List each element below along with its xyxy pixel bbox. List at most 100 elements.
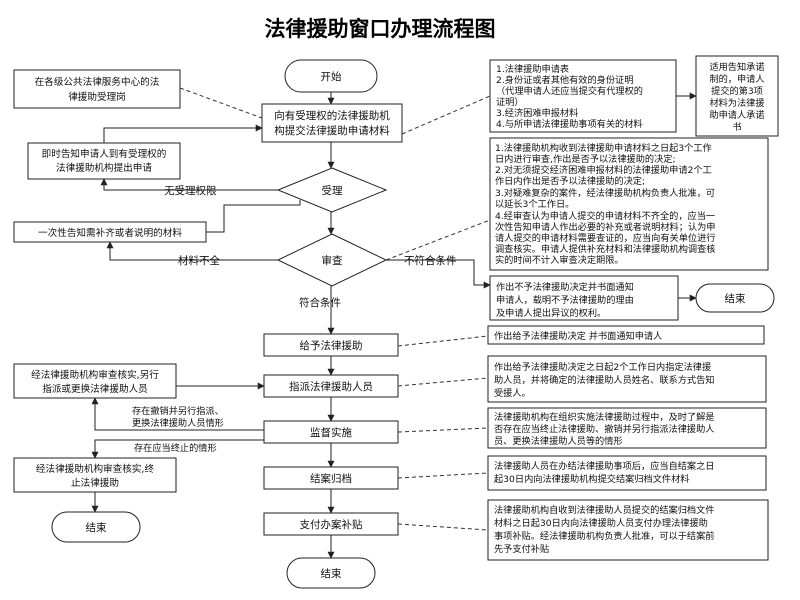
supervise-note-box xyxy=(487,407,767,449)
arrow-not-qualified-to-deny xyxy=(386,259,491,289)
review-notes-line-1: 1.法律援助机构收到法律援助申请材料之日起3个工作 xyxy=(495,142,712,154)
materials-line-4: 证明） xyxy=(496,97,524,108)
review-diamond-label: 审查 xyxy=(322,254,343,267)
materials-line-1: 1.法律援助申请表 xyxy=(496,63,569,75)
terminate-line-1: 经法律援助机构审查核实,终 xyxy=(36,463,155,475)
submit-application-line-1: 向有受理权的法律援助机 xyxy=(274,109,390,122)
promise-line-4: 材料为法律援 xyxy=(709,97,764,109)
close-note-line-2: 起30日内向法律援助机构提交结案归档文件材料 xyxy=(494,473,689,485)
end-node-right xyxy=(695,283,775,313)
grant-note-label: 作出给予法律援助决定 并书面通知申请人 xyxy=(494,330,662,342)
promise-box xyxy=(695,55,779,137)
reassign-line-1: 经法律援助机构审查核实,另行 xyxy=(31,369,159,381)
deny-line-1: 作出不予法律援助决定并书面通知 xyxy=(496,281,634,293)
close-note-box xyxy=(487,455,767,491)
edge-label-incomplete: 材料不全 xyxy=(178,254,220,267)
connector-grant-note xyxy=(397,335,489,347)
public-center-line-2: 律援助受理岗 xyxy=(68,91,126,103)
materials-box xyxy=(489,59,677,133)
arrow-no-authority-to-notify xyxy=(100,178,278,191)
assign-note-line-3: 受援人。 xyxy=(494,387,531,399)
deny-line-3: 及申请人提出异议的权利。 xyxy=(496,307,606,319)
connector-pay-note xyxy=(397,523,489,531)
end-node-right-label: 结束 xyxy=(725,292,746,305)
notify-line-1: 即时告知申请人到有受理权的 xyxy=(42,148,167,160)
materials-line-3: （代理申请人还应当提交有代理权的 xyxy=(496,85,643,97)
promise-line-6: 书 xyxy=(732,122,741,133)
accept-diamond-label: 受理 xyxy=(322,185,343,197)
edge-label-revoke-line-1: 存在撤销并另行指派、 xyxy=(132,405,224,417)
edge-label-no-authority: 无受理权限 xyxy=(164,184,217,197)
close-archive-label: 结案归档 xyxy=(310,472,352,485)
review-notes-line-11: 实的时间不计入审查决定期限。 xyxy=(495,254,624,266)
assign-staff-label: 指派法律援助人员 xyxy=(289,380,373,393)
reassign-box xyxy=(13,363,177,399)
connector-public-center xyxy=(179,87,263,119)
terminate-line-2: 止法律援助 xyxy=(71,477,119,489)
edge-label-qualified: 符合条件 xyxy=(299,296,341,309)
review-notes-line-4: 作日内作出是否予以法律援助的决定; xyxy=(495,175,645,187)
submit-application-box xyxy=(261,103,403,143)
review-notes-line-9: 请人提交的申请材料需要查证的，应当向有关单位进行 xyxy=(495,232,716,244)
reassign-line-2: 指派或更换法律援助人员 xyxy=(42,383,148,395)
arrow-incomplete-to-once-notify xyxy=(106,241,278,261)
pay-note-line-2: 材料之日起30日内向法律援助人员支付办理法律援助 xyxy=(494,517,708,529)
connector-close-note xyxy=(397,472,489,479)
promise-line-3: 提交的第3项 xyxy=(711,85,763,97)
pay-note-line-4: 先予支付补贴 xyxy=(494,543,549,555)
close-note-line-1: 法律援助人员在办结法律援助事项后，应当自结案之日 xyxy=(494,460,715,472)
arrow-terminate-to-box xyxy=(91,439,264,459)
review-notes-line-2: 日内进行审查,作出是否予以法律援助的决定; xyxy=(495,153,676,165)
review-notes-line-7: 4.经审查认为申请人提交的申请材料不齐全的，应当一 xyxy=(495,210,715,222)
end-node-left-label: 结束 xyxy=(86,521,107,534)
edge-label-terminate: 存在应当终止的情形 xyxy=(134,442,217,454)
supervise-note-line-3: 员、更换法律援助人员等的情形 xyxy=(494,435,623,447)
arrow-notify-to-submit xyxy=(103,124,263,143)
supervise-note-line-1: 法律援助机构在组织实施法律援助过程中，及时了解是 xyxy=(494,411,715,423)
assign-note-line-2: 助人员，并将确定的法律援助人员姓名、联系方式告知 xyxy=(494,374,715,386)
promise-line-2: 制的，申请人 xyxy=(709,73,764,85)
pay-note-box xyxy=(487,499,769,561)
connector-materials xyxy=(401,95,491,135)
review-notes-line-8: 次性告知申请人作出必要的补充或者说明材料；认为申 xyxy=(495,221,716,233)
public-center-box xyxy=(13,69,181,109)
grant-aid-label: 给予法律援助 xyxy=(300,339,363,352)
materials-line-5: 3.经济困难申报材料 xyxy=(496,107,578,119)
submit-application-line-2: 构提交法律援助申请材料 xyxy=(274,124,390,137)
review-notes-line-6: 以延长3个工作日。 xyxy=(495,198,574,210)
grant-note-box xyxy=(487,325,765,345)
connector-assign-note xyxy=(397,377,489,387)
start-node-label: 开始 xyxy=(321,70,342,83)
connector-supervise-note xyxy=(397,427,489,433)
pay-subsidy-label: 支付办案补贴 xyxy=(300,518,363,531)
pay-note-line-3: 事项补贴。经法律援助机构负责人批准，可以于结案前 xyxy=(494,530,715,542)
accept-diamond xyxy=(276,167,388,213)
review-diamond xyxy=(276,233,388,287)
notify-line-2: 法律援助机构提出申请 xyxy=(56,162,152,174)
connector-review-notes xyxy=(385,219,491,261)
promise-line-1: 适用告知承诺 xyxy=(709,61,764,73)
end-node-left xyxy=(51,511,141,543)
edge-label-not-qualified: 不符合条件 xyxy=(404,254,457,267)
assign-note-line-1: 作出给予法律援助决定之日起2个工作日内指定法律援 xyxy=(494,361,711,373)
once-notify-label: 一次性告知需补齐或者说明的材料 xyxy=(38,227,182,239)
page-title: 法律援助窗口办理流程图 xyxy=(265,17,496,41)
notify-box xyxy=(27,142,181,180)
review-notes-line-5: 3.对疑难复杂的案件，经法律援助机构负责人批准，可 xyxy=(495,187,715,199)
review-notes-box xyxy=(489,137,769,271)
supervise-note-line-2: 否存在应当终止法律援助、撤销并另行指派法律援助人 xyxy=(494,423,715,435)
materials-line-6: 4.与所申请法律援助事项有关的材料 xyxy=(496,118,643,130)
arrow-once-notify-to-accept xyxy=(206,200,301,233)
assign-note-box xyxy=(487,355,767,403)
review-notes-line-10: 调查核实。申请人提供补充材料和法律援助机构调查核 xyxy=(495,243,716,255)
supervise-label: 监督实施 xyxy=(310,426,352,439)
materials-line-2: 2.身份证或者其他有效的身份证明 xyxy=(496,74,633,86)
review-notes-line-3: 2.对无须提交经济困难申报材料的法律援助申请2个工 xyxy=(495,164,712,176)
pay-note-line-1: 法律援助机构自收到法律援助人员提交的结案归档文件 xyxy=(494,504,715,516)
arrow-revoke-to-reassign xyxy=(91,397,264,431)
public-center-line-1: 在各级公共法律服务中心的法 xyxy=(35,76,160,88)
promise-line-5: 助申请人承诺 xyxy=(709,109,764,121)
edge-label-revoke-line-2: 更换法律援助人员情形 xyxy=(132,417,224,429)
deny-line-2: 申请人，载明不予法律援助的理由 xyxy=(496,294,634,306)
